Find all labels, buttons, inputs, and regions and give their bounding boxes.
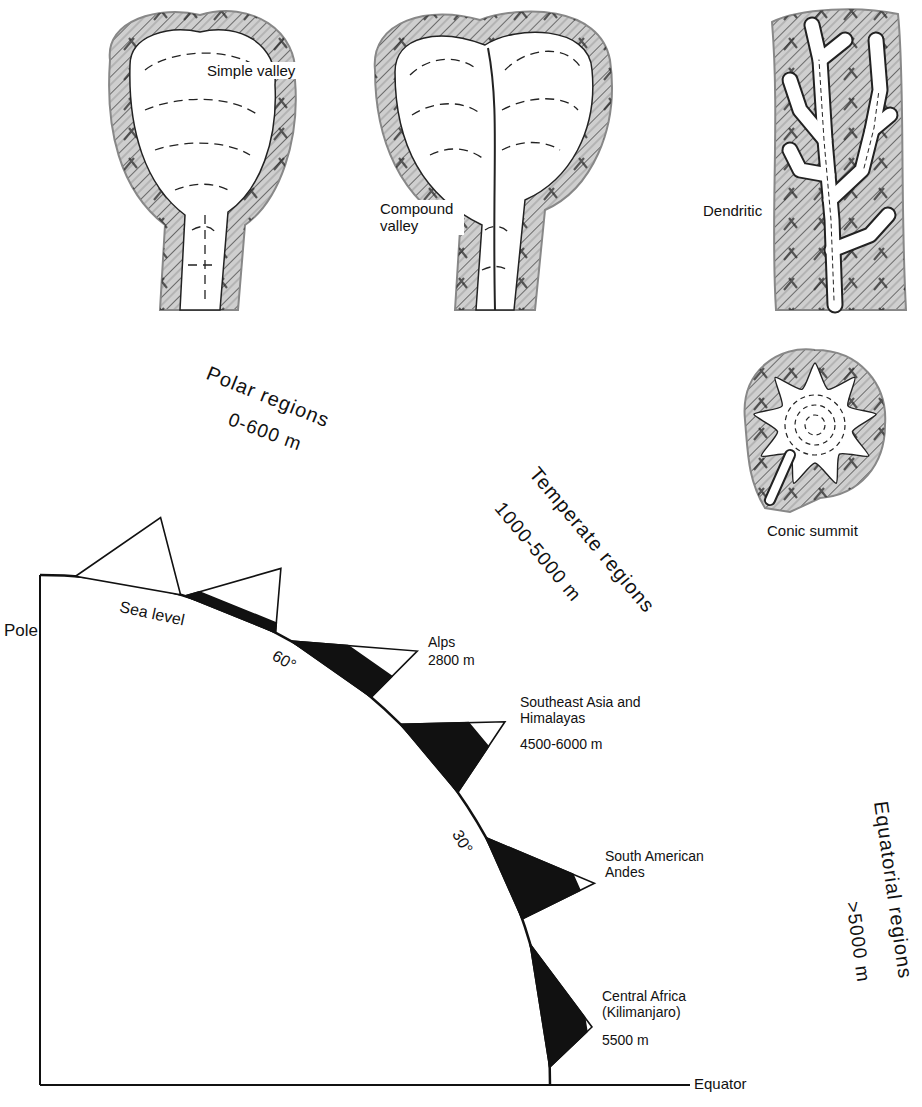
- label: 30°: [448, 827, 476, 857]
- mountain-symbol: [530, 944, 592, 1067]
- label: Pole: [4, 621, 38, 641]
- label: Dendritic: [703, 202, 762, 219]
- label: Equatorial regions: [869, 800, 917, 981]
- label: South American Andes: [605, 848, 715, 880]
- label: Alps: [428, 634, 455, 650]
- conic-summit-glacier: [745, 349, 886, 512]
- mountain-symbol: [401, 722, 505, 793]
- snowline-fill: [185, 592, 276, 633]
- snowline-fill: [530, 944, 587, 1067]
- snowline-fill: [401, 723, 489, 793]
- label: >5000 m: [842, 900, 875, 984]
- globe-quadrant: [40, 518, 690, 1085]
- label: Central Africa (Kilimanjaro): [602, 988, 712, 1020]
- snow-cap: [291, 641, 417, 697]
- label: Southeast Asia and Himalayas: [520, 694, 665, 726]
- snowline-fill: [291, 641, 392, 697]
- label: 2800 m: [428, 652, 475, 668]
- mountain-symbol: [291, 641, 417, 697]
- label: Compound valley: [378, 200, 464, 235]
- simple-valley-glacier: [109, 11, 296, 310]
- mountain-symbol: [76, 518, 181, 595]
- label: Temperate regions: [524, 463, 659, 618]
- snow-cap: [76, 518, 181, 595]
- snow-cap: [530, 944, 592, 1067]
- label: Conic summit: [765, 522, 860, 539]
- snowline-fill: [486, 838, 580, 919]
- label: Simple valley: [205, 62, 297, 79]
- label: 60°: [269, 647, 299, 675]
- label: Equator: [694, 1075, 747, 1092]
- snow-cap: [185, 568, 281, 632]
- compound-valley-glacier: [375, 11, 612, 310]
- label: Sea level: [118, 598, 186, 630]
- label: 4500-6000 m: [520, 736, 603, 752]
- label: 5500 m: [602, 1032, 649, 1048]
- snow-cap: [486, 838, 594, 919]
- snow-cap: [401, 722, 505, 793]
- dendritic-glacier: [772, 9, 906, 310]
- mountain-symbol: [185, 568, 281, 632]
- mountain-symbol: [486, 838, 594, 919]
